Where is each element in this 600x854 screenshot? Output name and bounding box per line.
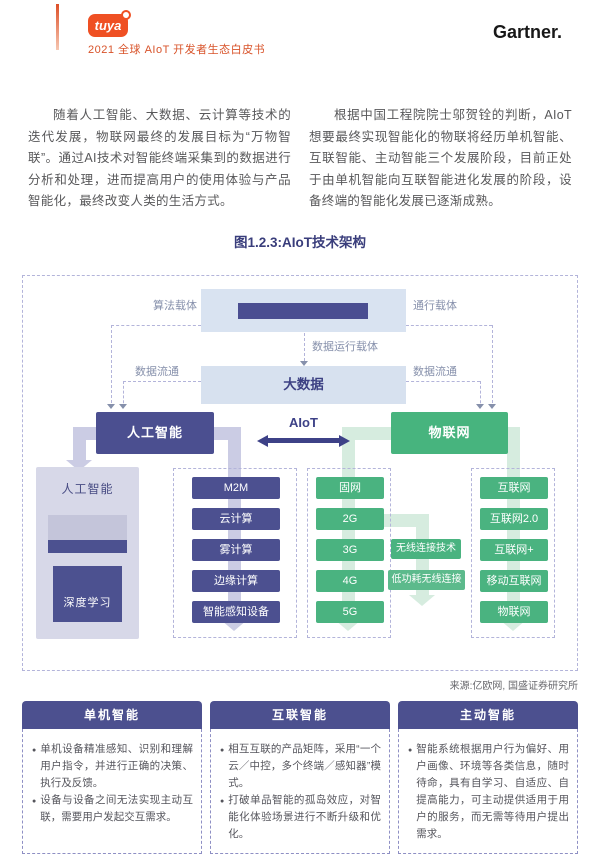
algorithm-carrier-label: 算法载体 [153, 299, 197, 312]
intro-paragraph-left: 随着人工智能、大数据、云计算等技术的迭代发展，物联网最终的发展目标为“万物智联”… [28, 108, 291, 208]
wireless-arrowhead [409, 594, 435, 606]
deep-learning-label: 深度学习 [63, 596, 112, 609]
iot-right-arrowhead [500, 619, 526, 631]
mini-arrowhead [107, 403, 115, 409]
dashed-line [111, 324, 112, 408]
card-interconnected-intelligence: 互联智能 ● 相互互联的产品矩阵，采用“一个云／中控，多个终端／感知器”模式。 … [210, 700, 390, 854]
document-title: 2021 全球 AIoT 开发者生态白皮书 [88, 44, 266, 56]
communication-carrier-label: 通行载体 [413, 299, 457, 312]
ai-nested-panel: 人工智能 深度学习 [36, 466, 139, 639]
data-flow-left-label: 数据流通 [135, 365, 179, 378]
stack-box-cloud-computing: 云计算 [192, 507, 280, 530]
bullet-dot-icon: ● [220, 746, 225, 754]
bullet-text: 打破单品智能的孤岛效应，对智能化体验场景进行不断升级和优化。 [228, 793, 381, 840]
card-bullet: ● 设备与设备之间无法实现主动互联，需要用户发起交互需求。 [32, 792, 193, 826]
data-runtime-arrowhead [300, 360, 308, 366]
iot-box: 物联网 [391, 411, 508, 454]
mini-arrowhead [119, 403, 127, 409]
machine-learning-layer [48, 514, 127, 540]
bullet-text: 设备与设备之间无法实现主动互联，需要用户发起交互需求。 [40, 793, 193, 823]
ai-right-arrowhead [221, 619, 247, 631]
card-bullet: ● 智能系统根据用户行为偏好、用户画像、环境等各类信息，随时待命，具有自学习、自… [408, 741, 569, 843]
card-bullet: ● 单机设备精准感知、识别和理解用户指令，并进行正确的决策、执行及反馈。 [32, 741, 193, 792]
deep-learning-box: 深度学习 [53, 565, 122, 622]
dashed-line [123, 380, 201, 382]
figure-title: 图1.2.3:AIoT技术架构 [233, 234, 366, 250]
wireless-connection-tech-box: 无线连接技术 [391, 538, 461, 559]
ai-left-arrowhead [66, 459, 92, 471]
stack-box-3g: 3G [316, 538, 384, 561]
mini-arrowhead [488, 403, 496, 409]
stack-box-internet-plus: 互联网+ [480, 538, 548, 561]
network-stack-container: 固网 2G 3G 4G 5G [307, 467, 391, 638]
card-body: ● 智能系统根据用户行为偏好、用户画像、环境等各类信息，随时待命，具有自学习、自… [398, 728, 578, 854]
accent-bar [56, 4, 59, 50]
dashed-line [406, 380, 480, 382]
stack-box-internet: 互联网 [480, 476, 548, 499]
card-title: 互联智能 [210, 700, 390, 729]
arrowhead-right [339, 434, 350, 447]
ai-box: 人工智能 [96, 411, 214, 454]
carrier-box [201, 288, 406, 332]
aiot-double-arrow [257, 434, 350, 447]
carrier-redacted-bar [238, 302, 368, 319]
bullet-text: 单机设备精准感知、识别和理解用户指令，并进行正确的决策、执行及反馈。 [40, 742, 193, 789]
stack-box-fog-computing: 雾计算 [192, 538, 280, 561]
data-runtime-dashed-line [304, 332, 305, 361]
card-title: 主动智能 [398, 700, 578, 729]
card-standalone-intelligence: 单机智能 ● 单机设备精准感知、识别和理解用户指令，并进行正确的决策、执行及反馈… [22, 700, 202, 854]
dashed-line [492, 324, 493, 408]
data-runtime-carrier-label: 数据运行载体 [312, 340, 378, 353]
data-flow-right-label: 数据流通 [413, 365, 457, 378]
intelligence-stage-cards: 单机智能 ● 单机设备精准感知、识别和理解用户指令，并进行正确的决策、执行及反馈… [22, 700, 578, 854]
dashed-line [111, 324, 201, 326]
ai-left-arrow-vertical [73, 426, 86, 461]
big-data-box: 大数据 [201, 365, 406, 404]
tuya-logo: tuya [88, 10, 131, 37]
aiot-label: AIoT [289, 414, 318, 430]
bullet-text: 相互互联的产品矩阵，采用“一个云／中控，多个终端／感知器”模式。 [228, 742, 381, 789]
low-power-wireless-box: 低功耗无线连接 [388, 569, 465, 590]
card-body: ● 相互互联的产品矩阵，采用“一个云／中控，多个终端／感知器”模式。 ● 打破单… [210, 728, 390, 854]
stack-box-mobile-internet: 移动互联网 [480, 569, 548, 592]
intro-section: 随着人工智能、大数据、云计算等技术的迭代发展，物联网最终的发展目标为“万物智联”… [0, 105, 600, 213]
iot-left-arrowhead [335, 619, 361, 631]
stack-box-4g: 4G [316, 569, 384, 592]
card-body: ● 单机设备精准感知、识别和理解用户指令，并进行正确的决策、执行及反馈。 ● 设… [22, 728, 202, 854]
stack-box-fixed-network: 固网 [316, 476, 384, 499]
dashed-line [406, 324, 492, 326]
stack-box-iot: 物联网 [480, 600, 548, 623]
dashed-line [123, 380, 124, 408]
stack-box-5g: 5G [316, 600, 384, 623]
bullet-dot-icon: ● [408, 746, 413, 754]
aiot-architecture-diagram: 算法载体 通行载体 数据运行载体 大数据 数据流通 数据流通 人工智能 AIoT… [22, 274, 578, 671]
bullet-dot-icon: ● [32, 746, 37, 754]
gartner-logo: Gartner. [492, 22, 562, 42]
page-header: tuya 2021 全球 AIoT 开发者生态白皮书 Gartner. [0, 0, 600, 105]
intro-paragraph-right: 根据中国工程院院士邬贺铨的判断，AIoT想要最终实现智能化的物联将经历单机智能、… [309, 108, 572, 208]
dashed-line [480, 380, 481, 408]
card-proactive-intelligence: 主动智能 ● 智能系统根据用户行为偏好、用户画像、环境等各类信息，随时待命，具有… [398, 700, 578, 854]
tuya-logo-text: tuya [94, 18, 122, 33]
ai-panel-title: 人工智能 [61, 481, 114, 496]
figure-source: 来源:亿欧网, 国盛证券研究所 [449, 680, 578, 692]
bullet-dot-icon: ● [220, 797, 225, 805]
arrow-bar [268, 438, 339, 443]
internet-stack-container: 互联网 互联网2.0 互联网+ 移动互联网 物联网 [471, 467, 555, 638]
arrowhead-left [257, 434, 268, 447]
stack-box-internet2: 互联网2.0 [480, 507, 548, 530]
card-title: 单机智能 [22, 700, 202, 729]
ai-stack-container: M2M 云计算 雾计算 边缘计算 智能感知设备 [173, 467, 297, 638]
mini-arrowhead [476, 403, 484, 409]
bullet-dot-icon: ● [32, 797, 37, 805]
stack-box-edge-computing: 边缘计算 [192, 569, 280, 592]
stack-box-smart-sensing: 智能感知设备 [192, 600, 280, 623]
bullet-text: 智能系统根据用户行为偏好、用户画像、环境等各类信息，随时待命，具有自学习、自适应… [416, 742, 569, 840]
card-bullet: ● 打破单品智能的孤岛效应，对智能化体验场景进行不断升级和优化。 [220, 792, 381, 843]
navy-layer-bar [48, 539, 127, 553]
stack-box-m2m: M2M [192, 476, 280, 499]
stack-box-2g: 2G [316, 507, 384, 530]
card-bullet: ● 相互互联的产品矩阵，采用“一个云／中控，多个终端／感知器”模式。 [220, 741, 381, 792]
